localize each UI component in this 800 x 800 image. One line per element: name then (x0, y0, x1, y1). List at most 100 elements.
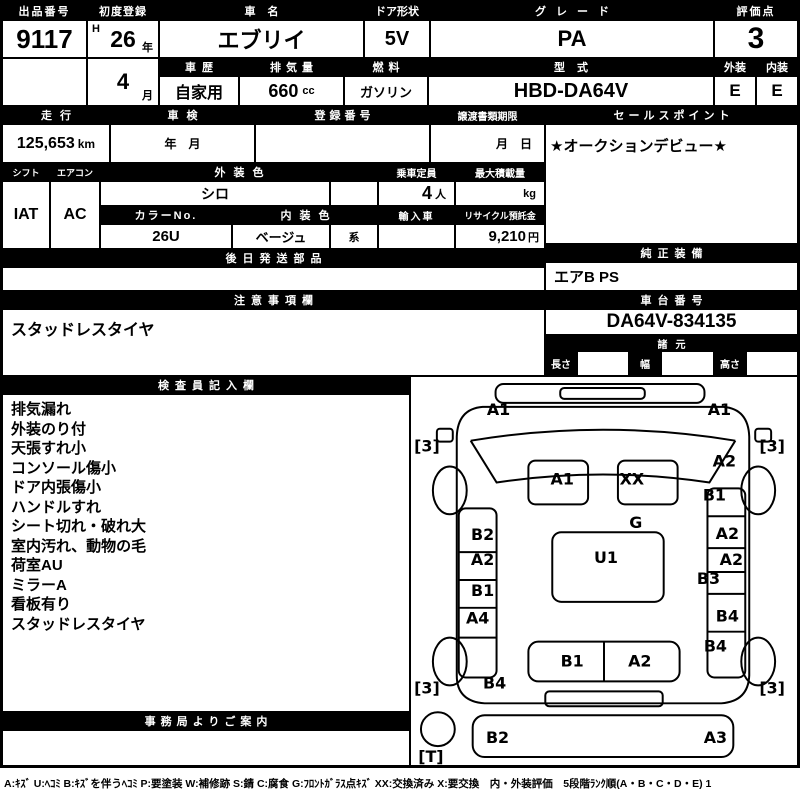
car-name-value: エブリイ (159, 20, 364, 58)
exterior-score: E (714, 76, 756, 106)
rear-plate (544, 690, 664, 708)
diagram-label-XX: XX (620, 469, 645, 488)
diagram-label-U1: U1 (594, 548, 618, 567)
exhibit-spacer-cell (2, 58, 87, 106)
first-reg-year-cell: H 26 年 (87, 20, 159, 58)
diagram-label-A2: A2 (471, 550, 494, 569)
caution-value: スタッドレスタイヤ (2, 309, 545, 376)
exterior-block: 外装 E (714, 58, 756, 106)
wheel-rear-left (431, 636, 468, 687)
model-label: 型式 (428, 58, 714, 76)
diagram-label-B1: B1 (561, 652, 584, 671)
transfer-block: 譲渡書類期限 月 日 (430, 106, 545, 163)
left-side-panel (457, 507, 498, 679)
first-reg-block: 初度登録 H 26 年 (87, 2, 159, 58)
max-load-unit: kg (455, 181, 545, 206)
sales-point-text: ★オークションデビュー★ (550, 138, 727, 155)
color-change-cell (330, 181, 378, 206)
shaken-label: 車検 (110, 106, 255, 124)
sales-point-cell: ★オークションデビュー★ (545, 124, 798, 244)
model-value: HBD-DA64V (428, 76, 714, 106)
diagram-label-A2: A2 (713, 452, 736, 471)
aircon-block: エアコン AC (50, 163, 100, 249)
mileage-unit: km (77, 136, 96, 151)
transfer-label: 譲渡書類期限 (430, 106, 545, 124)
regno-value (255, 124, 430, 163)
inspector-note: スタッドレスタイヤ (11, 615, 146, 633)
color-grid-row1: 外装色 シロ 乗車定員 4 人 (100, 163, 545, 206)
diagram-label-3: [3] (759, 678, 785, 697)
shaken-value: 年 月 (110, 124, 255, 163)
height-label: 高さ (714, 351, 746, 376)
first-reg-month: 4 (116, 69, 130, 94)
inspector-note: 排気漏れ (11, 401, 72, 418)
recycle-cell: 9,210 円 (455, 224, 545, 249)
front-bumper (494, 382, 706, 404)
history-value: 自家用 (159, 76, 239, 106)
month-unit: 月 (142, 90, 153, 102)
color-grid-row2: カラーNo. 26U 内装色 ベージュ 系 (100, 206, 545, 249)
mileage-cell: 125,653 km (2, 124, 110, 163)
wheel-front-right (740, 465, 777, 516)
inspector-note: ドア内張傷小 (11, 479, 102, 496)
diagram-label-B1: B1 (703, 485, 726, 504)
capacity-value: 4 (421, 183, 432, 203)
grade-block: グレード PA (430, 2, 714, 58)
right-side-panel (706, 487, 747, 679)
later-parts-value (2, 267, 545, 291)
exterior-label: 外装 (714, 58, 756, 76)
first-reg-month-cell: 4 月 (87, 58, 159, 106)
recycle-block: リサイクル預託金 9,210 円 (455, 206, 545, 249)
caution-label: 注意事項欄 (2, 291, 545, 309)
diagram-label-3: [3] (414, 678, 440, 697)
diagram-label-B2: B2 (486, 728, 509, 747)
right-panel-dividers (707, 515, 746, 633)
chassis-block: 車台番号 DA64V-834135 諸元 長さ 幅 高さ (545, 291, 798, 376)
shift-block: シフト IAT (2, 163, 50, 249)
width-label: 幅 (629, 351, 661, 376)
max-load-block: 最大積載量 kg (455, 163, 545, 206)
regno-block: 登録番号 (255, 106, 430, 163)
import-value (378, 224, 455, 249)
diagram-label-B4: B4 (704, 637, 727, 656)
interior-score: E (756, 76, 798, 106)
inspector-note: 室内汚れ、動物の毛 (11, 537, 147, 555)
band-registration: 4 月 車歴 自家用 排気量 660 cc 燃料 ガソリン 型式 HBD-DA6… (2, 58, 798, 106)
door-shape-block: ドア形状 5V (364, 2, 430, 58)
fuel-label: 燃料 (344, 58, 428, 76)
sheet-frame: 出品番号 9117 初度登録 H 26 年 車名 エブリイ ドア形状 5V グレ (0, 0, 800, 768)
exhibit-no-label: 出品番号 (2, 2, 87, 20)
capacity-unit: 人 (435, 188, 446, 201)
exhibit-block: 出品番号 9117 (2, 2, 87, 58)
capacity-label: 乗車定員 (378, 163, 455, 181)
diagram-label-B4: B4 (483, 673, 506, 692)
recycle-unit: 円 (528, 231, 539, 244)
diagram-label-A4: A4 (466, 609, 489, 628)
displacement-label: 排気量 (239, 58, 344, 76)
equipment-value: エアB PS (545, 262, 798, 291)
grade-value: PA (430, 20, 714, 58)
diagram-label-B2: B2 (471, 525, 494, 544)
inspector-note: 看板有り (11, 596, 72, 613)
recycle-value: 9,210 (488, 228, 526, 245)
details-left: 走行 125,653 km 車検 年 月 登録番号 (2, 106, 545, 291)
ext-int-block: 外装 E 内装 E (714, 58, 798, 106)
int-color-row: ベージュ 系 (232, 224, 378, 249)
spec-row: 長さ 幅 高さ (545, 351, 798, 376)
displacement-value: 660 (268, 80, 299, 101)
mileage-label: 走行 (2, 106, 110, 124)
inspector-note: 外装のり付 (11, 420, 87, 438)
office-label: 事務局よりご案内 (2, 712, 410, 730)
mirror-left (435, 427, 454, 443)
diagram-label-A1: A1 (487, 400, 510, 419)
diagram-label-3: [3] (759, 437, 785, 456)
diagram-label-A2: A2 (716, 524, 739, 543)
band-identity: 出品番号 9117 初度登録 H 26 年 車名 エブリイ ドア形状 5V グレ (2, 2, 798, 58)
inspection-left: 検査員記入欄 排気漏れ外装のり付天張すれ小コンソール傷小ドア内張傷小ハンドルすれ… (2, 376, 410, 766)
car-outline-group (419, 382, 777, 759)
width-value (661, 351, 714, 376)
fuel-value: ガソリン (344, 76, 428, 106)
